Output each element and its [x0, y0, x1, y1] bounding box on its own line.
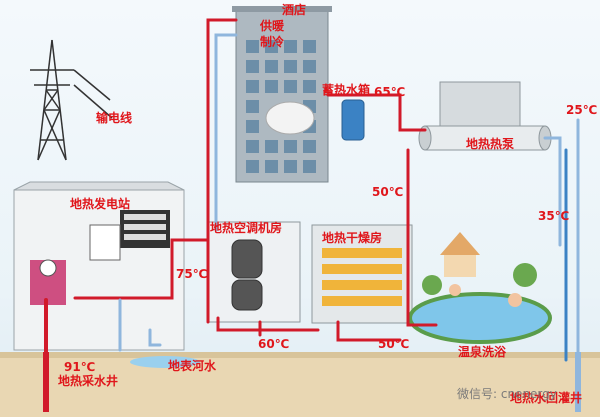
temp-91: 91℃ [64, 360, 96, 374]
label-production-well: 地热采水井 [58, 374, 119, 388]
hotel-fan-unit [265, 101, 315, 135]
temp-60: 60℃ [258, 337, 290, 351]
temp-50-upper: 50℃ [372, 185, 404, 199]
label-hotel: 酒店 [282, 3, 307, 17]
label-power-station: 地热发电站 [70, 197, 131, 211]
label-storage-tank: 蓄热水箱 [322, 83, 371, 97]
hotel-building [235, 9, 329, 183]
drying-racks [322, 248, 402, 306]
ground [0, 352, 600, 417]
transmission-tower [30, 39, 113, 161]
label-heating: 供暖 [260, 19, 285, 33]
production-well-shaft [43, 352, 49, 412]
label-surface-water: 地表河水 [168, 359, 217, 373]
surface-water [130, 356, 200, 368]
temp-25: 25℃ [566, 103, 598, 117]
temp-65: 65℃ [374, 85, 406, 99]
temp-75: 75℃ [176, 267, 208, 281]
temp-50-lower: 50℃ [378, 337, 410, 351]
label-heat-pump: 地热热泵 [466, 137, 515, 151]
hot-spring-pool [408, 292, 552, 344]
reinjection-well-shaft [575, 352, 581, 412]
storage-tank [341, 99, 365, 141]
label-drying-room: 地热干燥房 [322, 231, 383, 245]
heat-pump-unit [439, 81, 521, 127]
temp-35: 35℃ [538, 209, 570, 223]
watermark: 微信号: cnenergy [457, 387, 557, 401]
label-cooling: 制冷 [260, 35, 285, 49]
label-transmission-line: 输电线 [96, 111, 133, 125]
label-ac-room: 地热空调机房 [210, 221, 283, 235]
label-hot-spring: 温泉洗浴 [458, 345, 507, 359]
label-reinjection-well: 地热水回灌井 [510, 391, 583, 405]
hot-water-pipes [44, 18, 580, 362]
